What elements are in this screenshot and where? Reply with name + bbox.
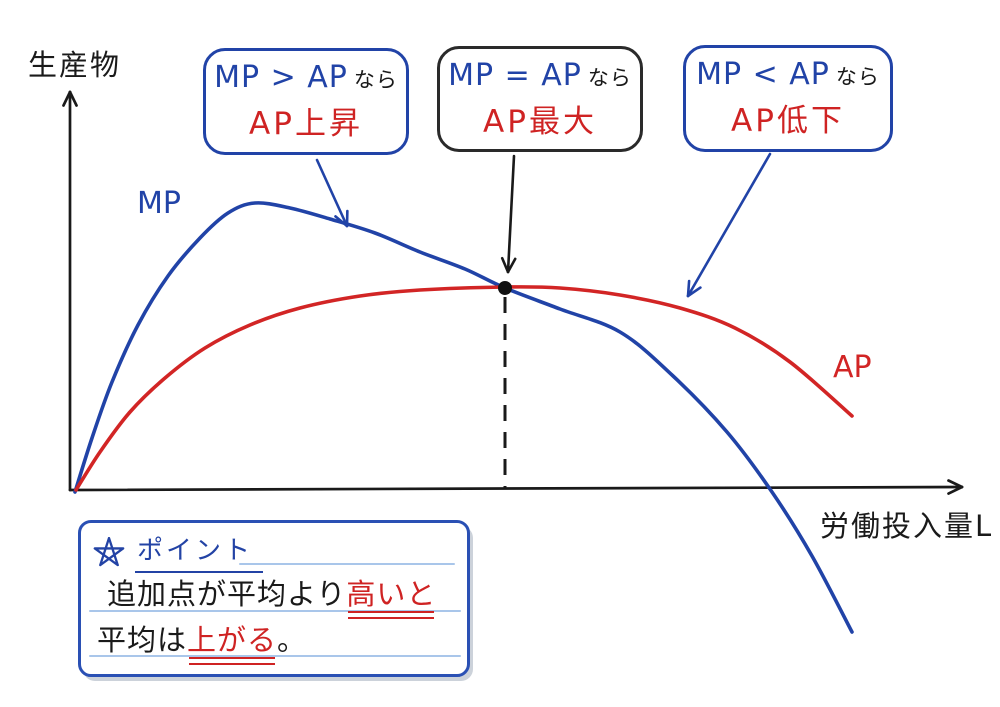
callout-arrow-2: [686, 152, 772, 298]
note-text-black: 追加点が平均より: [107, 577, 347, 611]
curve-mp: [73, 201, 854, 634]
callout-condition: MP > AP なら: [214, 60, 398, 95]
arrowhead: [947, 479, 964, 489]
arrowhead: [334, 215, 349, 228]
arrowhead: [506, 257, 517, 274]
condition-suffix: なら: [587, 65, 632, 90]
condition-text: MP = AP: [448, 57, 582, 93]
arrowhead: [686, 279, 691, 298]
point-note-box: ポイント 追加点が平均より高いと 平均は上がる。: [78, 520, 470, 677]
callout-mp-equal-ap: MP = AP なら AP最大: [437, 46, 643, 152]
arrowhead: [62, 90, 72, 107]
callout-result: AP低下: [731, 103, 845, 139]
x-axis-label: 労働投入量L: [820, 509, 994, 543]
note-title: ポイント: [135, 530, 264, 573]
callout-condition: MP < AP なら: [696, 57, 880, 92]
condition-suffix: なら: [835, 65, 880, 89]
star-icon: [93, 536, 125, 566]
callout-arrow-0: [315, 158, 349, 228]
note-header: ポイント: [93, 530, 264, 573]
arrowhead: [68, 90, 78, 107]
intersection-dot: [498, 281, 512, 295]
callout-arrow-1: [506, 154, 516, 274]
callout-mp-greater-ap: MP > AP なら AP上昇: [203, 48, 409, 155]
note-line-1: 追加点が平均より高いと: [107, 571, 436, 613]
ruled-line: [239, 563, 455, 566]
ruled-line: [89, 610, 461, 613]
condition-text: MP < AP: [696, 57, 830, 92]
callout-condition: MP = AP なら: [448, 58, 632, 93]
arrowhead: [500, 256, 510, 274]
y-axis-label: 生産物: [28, 48, 122, 82]
x-axis: [68, 485, 964, 492]
note-text-black: 平均は: [97, 623, 188, 657]
arrowhead: [947, 485, 964, 495]
condition-suffix: なら: [353, 68, 398, 92]
callout-mp-less-ap: MP < AP なら AP低下: [683, 45, 893, 152]
note-text-red-underlined: 上がる: [187, 623, 278, 657]
mp-curve-label: MP: [137, 186, 181, 221]
note-line-2: 平均は上がる。: [97, 617, 307, 659]
callout-result: AP最大: [483, 103, 597, 140]
note-text-black: 。: [277, 623, 308, 657]
callout-result: AP上昇: [249, 106, 363, 142]
condition-text: MP > AP: [214, 60, 348, 95]
arrowhead: [686, 286, 702, 298]
curve-ap: [74, 285, 854, 492]
note-text-red-underlined: 高いと: [346, 577, 437, 611]
ap-curve-label: AP: [833, 350, 872, 385]
